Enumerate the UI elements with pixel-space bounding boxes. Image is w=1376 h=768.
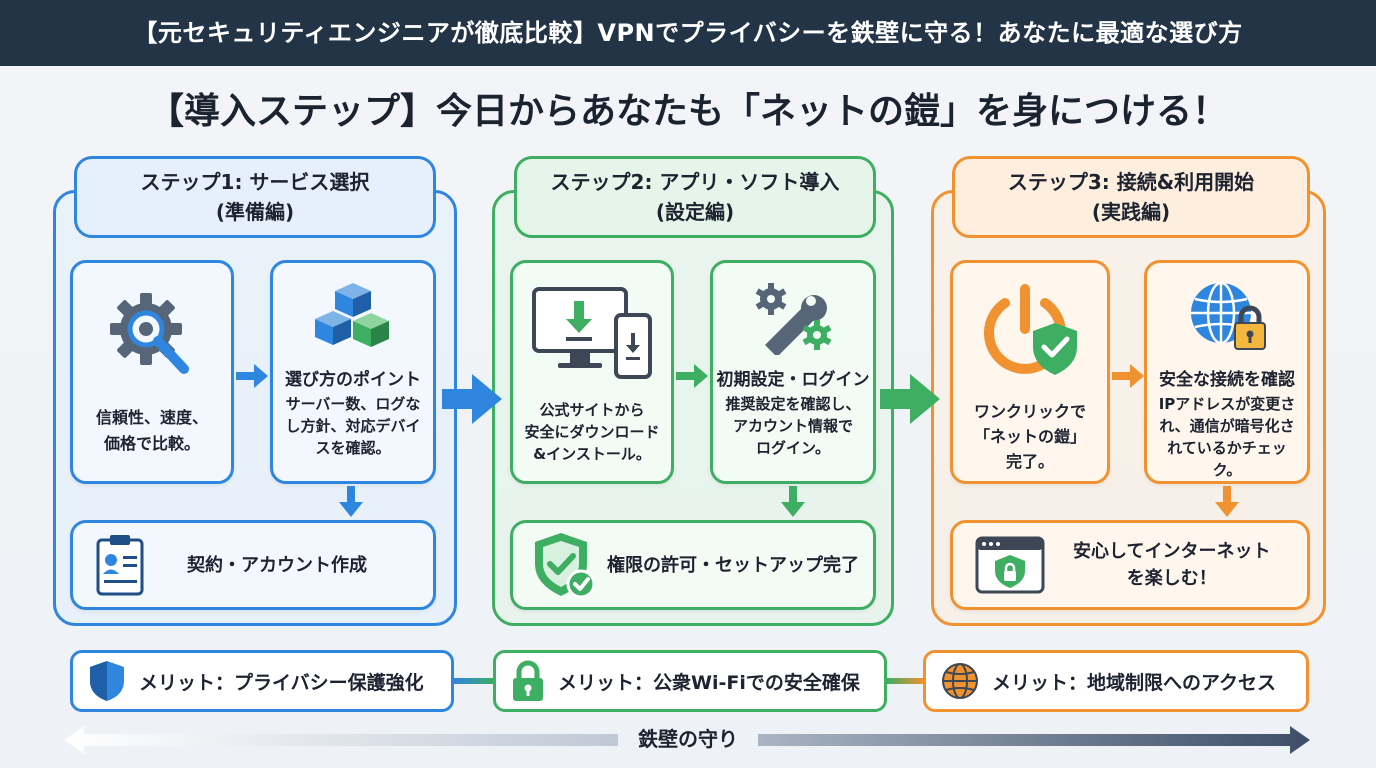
step-1-title-sub: (準備編) [215, 200, 295, 224]
merit-connector [454, 678, 494, 684]
step-3-enjoy-text: 安心してインターネット を楽しむ！ [1073, 541, 1271, 589]
step-2-permission-card: 権限の許可・セットアップ完了 [510, 520, 876, 610]
step-2-title-sub: (設定編) [655, 200, 735, 224]
headline: 【導入ステップ】今日からあなたも「ネットの鎧」を身につける！ [147, 91, 1228, 132]
step-3-connect-text: ワンクリックで 「ネットの鎧」 完了。 [973, 402, 1086, 471]
step-2-title-main: ステップ2: アプリ・ソフト導入 [550, 170, 840, 194]
step-3-enjoy-card: 安心してインターネット を楽しむ！ [950, 520, 1310, 610]
step-1-account-text: 契約・アカウント作成 [187, 554, 367, 576]
step-transition-arrow-icon [880, 374, 940, 424]
step-transition-arrow-icon [442, 374, 502, 424]
step-3-connect-card: ワンクリックで 「ネットの鎧」 完了。 [950, 260, 1110, 484]
arrow-down-icon [339, 486, 363, 517]
step-3-verify-card: 安全な接続を確認 IPアドレスが変更さ れ、通信が暗号化さ れているかチェック。 [1144, 260, 1310, 484]
clipboard-profile-icon [96, 535, 144, 596]
merit-public-wifi-label: メリット：公衆Wi-Fiでの安全確保 [558, 671, 860, 694]
shield-check-icon [535, 533, 596, 599]
merit-geo-access: メリット：地域制限へのアクセス [923, 650, 1309, 712]
arrow-right-icon [1112, 364, 1144, 388]
step-1-points-title: 選び方のポイント [285, 370, 421, 390]
globe-lock-icon [1191, 281, 1266, 350]
merit-connector [887, 678, 923, 684]
step-1-title: ステップ1: サービス選択 (準備編) [74, 156, 436, 238]
arrow-right-icon [676, 364, 708, 388]
wrench-gears-icon [755, 283, 832, 355]
merit-privacy-label: メリット：プライバシー保護強化 [139, 671, 424, 694]
step-1-title-main: ステップ1: サービス選択 [140, 170, 370, 194]
gear-magnifier-icon [110, 293, 189, 374]
merit-public-wifi: メリット：公衆Wi-Fiでの安全確保 [493, 650, 887, 712]
step-1-compare-text: 信頼性、速度、 価格で比較。 [95, 408, 208, 453]
merit-privacy: メリット：プライバシー保護強化 [70, 650, 454, 712]
step-3-verify-title: 安全な接続を確認 [1159, 370, 1295, 390]
merit-geo-access-label: メリット：地域制限へのアクセス [992, 671, 1277, 694]
step-3-title-sub: (実践編) [1091, 200, 1171, 224]
page-header: 【元セキュリティエンジニアが徹底比較】VPNでプライバシーを鉄壁に守る！あなたに… [0, 0, 1376, 66]
step-3-title-main: ステップ3: 接続&利用開始 [1007, 170, 1255, 194]
arrow-down-icon [781, 486, 805, 517]
step-1-points-text: サーバー数、ログな し方針、対応デバイ スを確認。 [285, 395, 421, 457]
step-3-verify-text: IPアドレスが変更さ れ、通信が暗号化さ れているかチェック。 [1158, 395, 1296, 479]
step-2-download-card: 公式サイトから 安全にダウンロード &インストール。 [510, 260, 674, 484]
padlock-icon [513, 660, 543, 701]
step-3-title: ステップ3: 接続&利用開始 (実践編) [952, 156, 1310, 238]
defense-label: 鉄壁の守り [618, 722, 758, 756]
download-devices-icon [532, 287, 652, 379]
power-shield-icon [984, 284, 1077, 375]
cubes-icon [315, 283, 389, 347]
step-2-setup-text: 推奨設定を確認し、 アカウント情報で ログイン。 [725, 395, 861, 457]
step-1-account-card: 契約・アカウント作成 [70, 520, 436, 610]
step-1-compare-card: 信頼性、速度、 価格で比較。 [70, 260, 234, 484]
step-2-setup-card: 初期設定・ログイン 推奨設定を確認し、 アカウント情報で ログイン。 [710, 260, 876, 484]
step-2-permission-text: 権限の許可・セットアップ完了 [607, 554, 859, 576]
step-1-points-card: 選び方のポイント サーバー数、ログな し方針、対応デバイ スを確認。 [270, 260, 436, 484]
step-2-title: ステップ2: アプリ・ソフト導入 (設定編) [514, 156, 876, 238]
step-2-setup-title: 初期設定・ログイン [716, 370, 870, 390]
step-2-download-text: 公式サイトから 安全にダウンロード &インストール。 [524, 401, 660, 463]
arrow-down-icon [1215, 486, 1239, 517]
browser-lock-icon [975, 536, 1045, 594]
shield-icon [90, 661, 124, 701]
arrow-right-icon [236, 364, 268, 388]
globe-icon [942, 663, 978, 699]
